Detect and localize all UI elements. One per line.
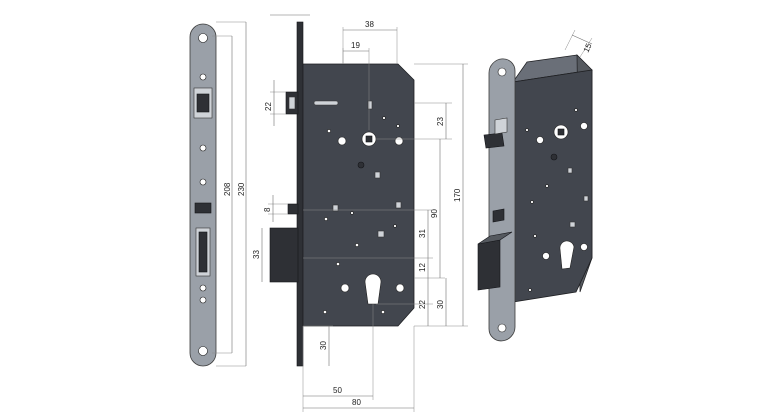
dim-12: 12 (418, 258, 429, 278)
dim-8: 8 (263, 195, 288, 222)
dim-12-label: 12 (418, 263, 427, 272)
lock-isometric-view (477, 54, 593, 342)
dim-80: 80 (303, 326, 415, 412)
dim-23-label: 23 (436, 117, 445, 126)
dim-22-bottom: 22 (376, 278, 433, 326)
dim-30-bottom-label: 30 (319, 341, 328, 350)
dim-170-label: 170 (453, 188, 462, 202)
dim-80-label: 80 (352, 398, 361, 407)
dim-230-label: 230 (237, 182, 246, 196)
dim-15-label: 15 (582, 41, 594, 53)
dim-50-label: 50 (333, 386, 342, 395)
dim-90: 90 (414, 139, 445, 279)
dim-15: 15 (564, 29, 594, 58)
dim-19-label: 19 (351, 41, 360, 50)
dim-30-right-label: 30 (436, 300, 445, 309)
faceplate-front-view (189, 23, 217, 367)
dim-33-label: 33 (252, 250, 261, 259)
dim-208-label: 208 (223, 182, 232, 196)
dim-22-latch: 22 (264, 80, 286, 126)
dim-50: 50 (302, 304, 374, 412)
lock-body-side-view (269, 21, 415, 367)
dim-8-label: 8 (263, 207, 272, 212)
dim-208: 208 (212, 35, 233, 354)
dim-170: 170 (414, 63, 468, 327)
dim-30-right: 30 (436, 278, 447, 326)
dim-19: 19 (342, 41, 370, 130)
dim-31-label: 31 (418, 229, 427, 238)
dim-22-latch-label: 22 (264, 102, 273, 111)
dim-31: 31 (303, 209, 433, 259)
dim-230: 230 (216, 21, 247, 367)
dim-90-label: 90 (430, 209, 439, 218)
dim-33: 33 (252, 228, 263, 282)
dim-22-bottom-label: 22 (418, 300, 427, 309)
dim-30-bottom: 30 (303, 325, 333, 366)
dim-23: 23 (376, 102, 452, 140)
dim-38-label: 38 (365, 20, 374, 29)
